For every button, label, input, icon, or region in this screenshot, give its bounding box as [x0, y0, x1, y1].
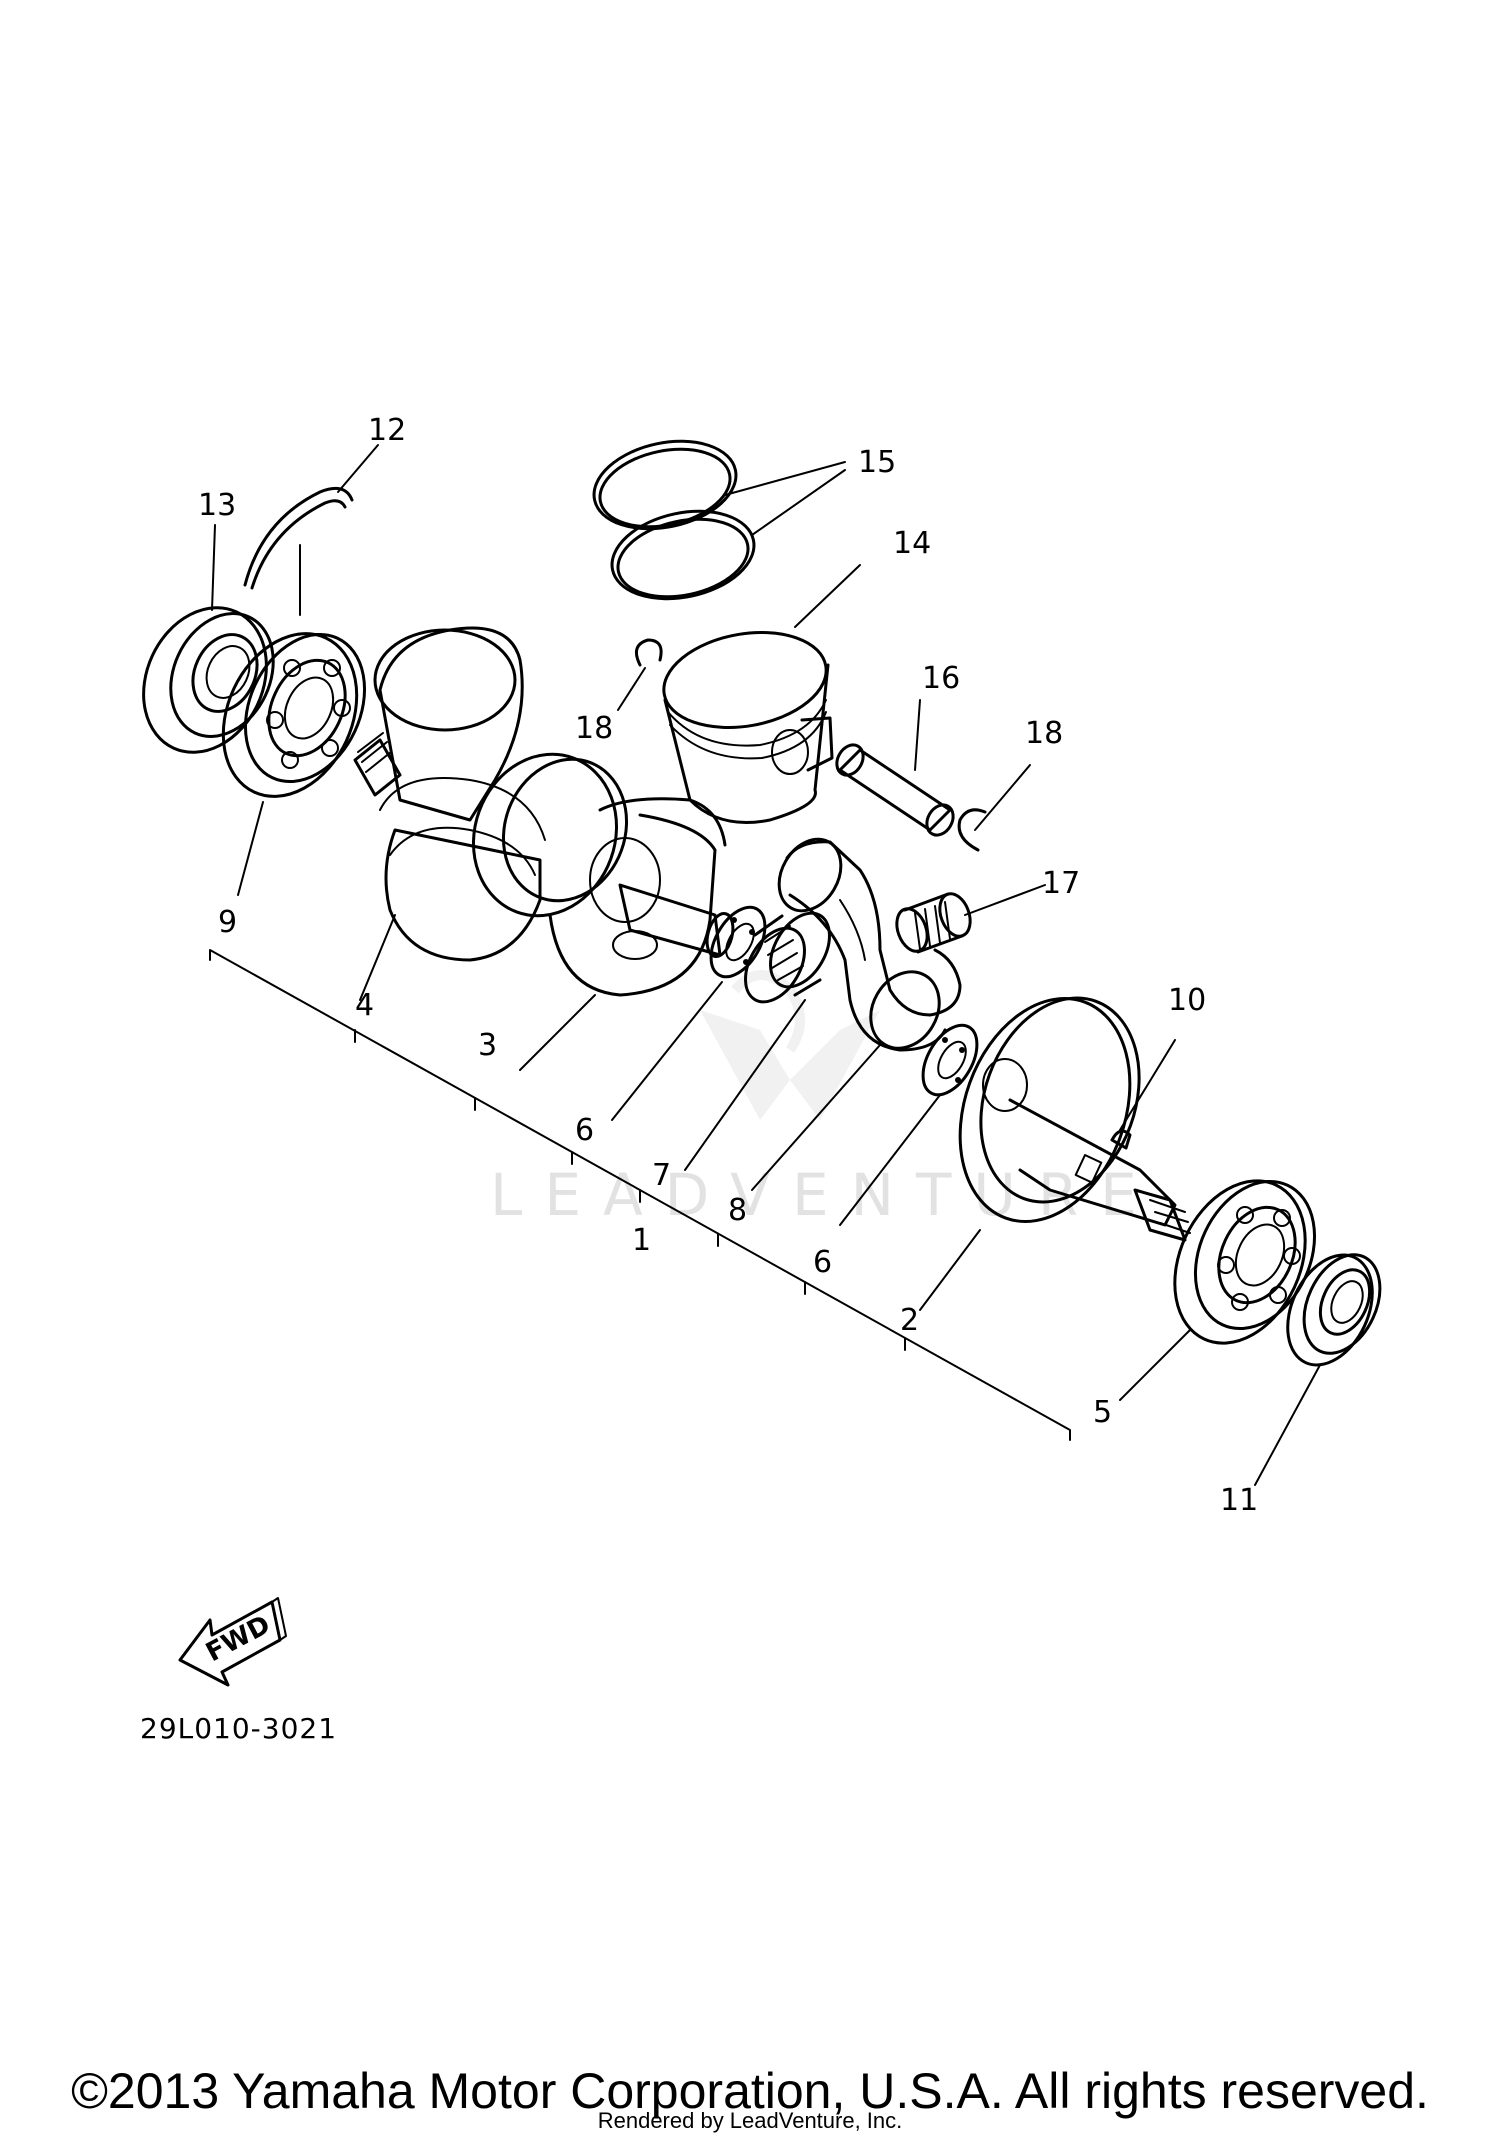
part-12-clip — [243, 444, 379, 590]
part-17-small-end-bearing — [895, 884, 1046, 954]
label-14: 14 — [893, 526, 931, 561]
label-18-left: 18 — [575, 711, 613, 746]
label-1: 1 — [632, 1223, 651, 1258]
label-18-right: 18 — [1025, 716, 1063, 751]
part-2-crank-right — [919, 996, 1191, 1311]
label-9: 9 — [218, 905, 237, 940]
label-6-lower: 6 — [813, 1245, 832, 1280]
part-14-piston — [662, 564, 861, 824]
part-6-washer-upper — [611, 905, 767, 1121]
diagram-code: 29L010-3021 — [140, 1712, 338, 1745]
part-16-piston-pin — [835, 699, 955, 837]
part-6-washer-lower — [839, 1023, 979, 1226]
part-10-key — [1110, 1039, 1176, 1150]
part-18-circlip-right — [957, 764, 1031, 852]
part-18-circlip-left — [617, 638, 663, 711]
leadventure-watermark: LEADVENTURE — [490, 970, 1159, 1229]
part-9-bearing — [221, 544, 367, 896]
label-15: 15 — [858, 445, 896, 480]
part-7-needle-bearing — [684, 911, 831, 1171]
part-4-crank-left — [353, 626, 546, 1001]
label-8: 8 — [728, 1193, 747, 1228]
label-7: 7 — [652, 1158, 671, 1193]
part-13-oil-seal — [142, 524, 275, 754]
part-11-oil-seal — [1254, 1253, 1382, 1486]
label-5: 5 — [1093, 1395, 1112, 1430]
watermark-text: LEADVENTURE — [490, 1161, 1159, 1229]
label-4: 4 — [355, 988, 374, 1023]
part-number-labels: 1 2 3 4 5 6 6 7 8 9 10 11 12 13 14 15 16… — [198, 413, 1258, 1518]
part-15-piston-rings — [592, 439, 846, 601]
label-3: 3 — [478, 1028, 497, 1063]
label-10: 10 — [1168, 983, 1206, 1018]
label-12: 12 — [368, 413, 406, 448]
label-2: 2 — [900, 1303, 919, 1338]
fwd-label: FWD — [201, 1610, 275, 1668]
part-8-connecting-rod — [751, 837, 962, 1191]
label-17: 17 — [1042, 866, 1080, 901]
fwd-arrow-icon: FWD — [178, 1597, 287, 1687]
label-13: 13 — [198, 488, 236, 523]
label-11: 11 — [1220, 1483, 1258, 1518]
label-16: 16 — [922, 661, 960, 696]
rendered-by-text: Rendered by LeadVenture, Inc. — [597, 2108, 903, 2133]
label-6-upper: 6 — [575, 1113, 594, 1148]
part-3-crank-web — [471, 752, 735, 1071]
copyright-text: ©2013 Yamaha Motor Corporation, U.S.A. A… — [71, 2063, 1429, 2119]
assembly-bracket — [209, 949, 1071, 1441]
